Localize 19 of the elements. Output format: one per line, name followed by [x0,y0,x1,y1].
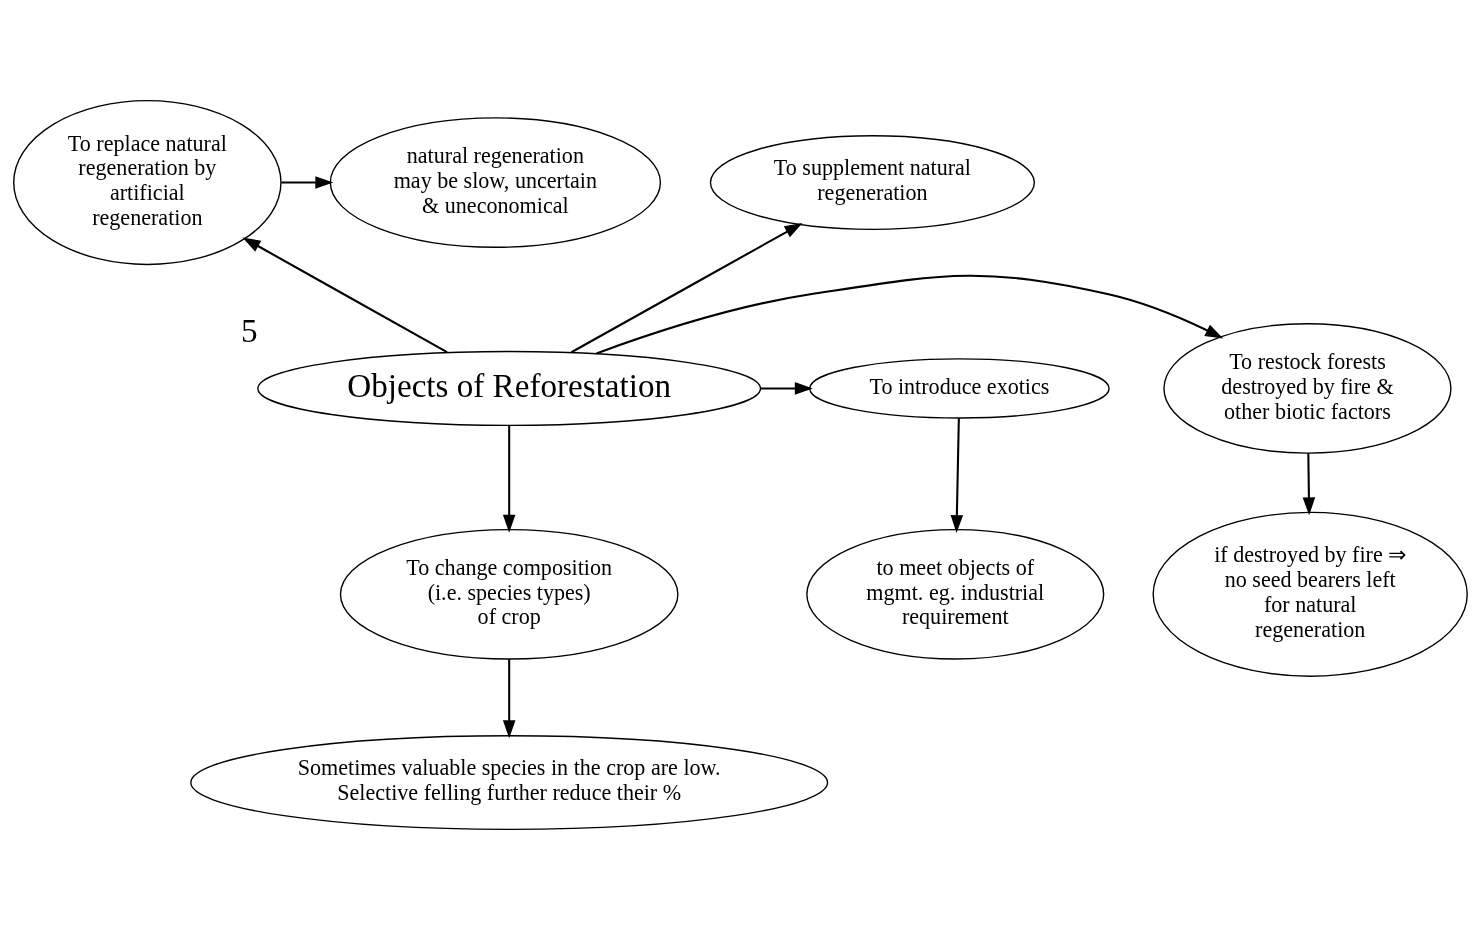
arrow [596,274,1224,354]
arrow [281,175,334,189]
node-ellipse: to meet objects of mgmt. eg. industrial requirement [806,528,1105,660]
node-ellipse: Sometimes valuable species in the crop are low. Selective felling further reduce their % [190,734,829,830]
arrow [502,658,516,738]
arrow [502,425,516,533]
arrow [1302,452,1316,515]
node-ellipse: if destroyed by fire ⇒ no seed bearers left for natural regeneration [1152,511,1468,677]
arrow [950,417,964,533]
node-ellipse: natural regeneration may be slow, uncertain & uneconomical [329,116,662,248]
arrow [760,381,813,395]
arrow [570,222,803,353]
node-ellipse: To change composition (i.e. species types) of crop [339,528,679,660]
arrow [242,236,448,353]
node-ellipse: To replace natural regeneration by artificial regeneration [13,99,282,265]
node-label: 5 [240,311,258,349]
node-ellipse: Objects of Reforestation [257,350,762,426]
node-ellipse: To supplement natural regeneration [709,134,1036,230]
node-ellipse: To introduce exotics [809,357,1110,419]
